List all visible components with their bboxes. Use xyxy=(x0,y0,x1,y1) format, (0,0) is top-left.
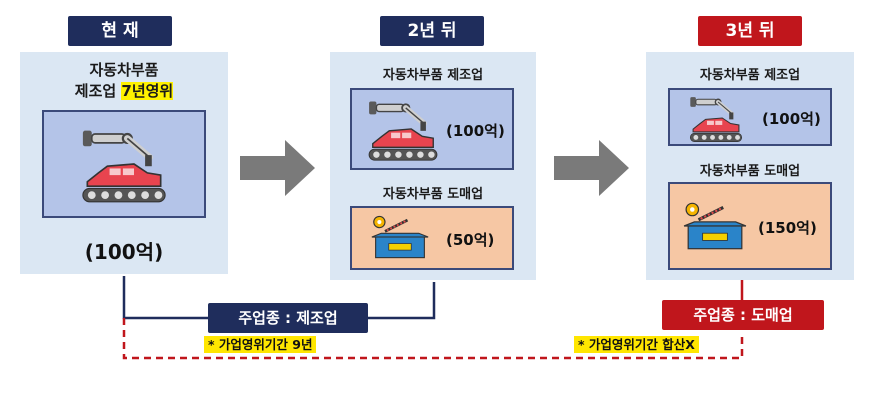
stage-2years-wholesale-box: (50억) xyxy=(350,206,514,270)
stage-current-title-prefix: 제조업 xyxy=(74,82,122,100)
stage-current-factory-box xyxy=(42,110,206,218)
stage-3years-sub1-amount: (100억) xyxy=(762,110,821,128)
stage-2years-sub2-title: 자동차부품 도매업 xyxy=(382,187,484,202)
stage-2years-tag: 2년 뒤 xyxy=(380,16,484,46)
stage-2years-sub1-amount: (100억) xyxy=(446,122,505,140)
stage-current-amount: (100억) xyxy=(84,240,164,264)
arrow-right-icon xyxy=(554,140,629,196)
stage-current-tag: 현 재 xyxy=(68,16,172,46)
stage-3years-factory-box: (100억) xyxy=(668,88,832,146)
main-industry-wholesale-label: 주업종 : 도매업 xyxy=(662,300,824,330)
business-period-note-9years: * 가업영위기간 9년 xyxy=(204,336,317,353)
main-industry-manufacturing-label: 주업종 : 제조업 xyxy=(208,303,368,333)
stage-3years-sub2-title: 자동차부품 도매업 xyxy=(699,164,801,179)
stage-current-years-highlight: 7년영위 xyxy=(121,82,174,100)
stage-2years-factory-box: (100억) xyxy=(350,88,514,170)
business-period-note-not-combined: * 가업영위기간 합산X xyxy=(574,336,699,353)
stage-2years-sub2-amount: (50억) xyxy=(446,231,495,249)
stage-current-title-line2: 제조업 7년영위 xyxy=(20,81,228,102)
stage-3years-tag: 3년 뒤 xyxy=(698,16,802,46)
stage-3years-sub2-amount: (150억) xyxy=(758,219,817,237)
arrow-right-icon xyxy=(240,140,315,196)
stage-current-title-line1: 자동차부품 xyxy=(89,61,159,79)
stage-current-title: 자동차부품 제조업 7년영위 xyxy=(20,60,228,102)
stage-3years-wholesale-box: (150억) xyxy=(668,182,832,270)
continuity-dashed-line xyxy=(122,318,744,360)
stage-3years-sub1-title: 자동차부품 제조업 xyxy=(699,68,801,83)
stage-2years-sub1-title: 자동차부품 제조업 xyxy=(382,68,484,83)
